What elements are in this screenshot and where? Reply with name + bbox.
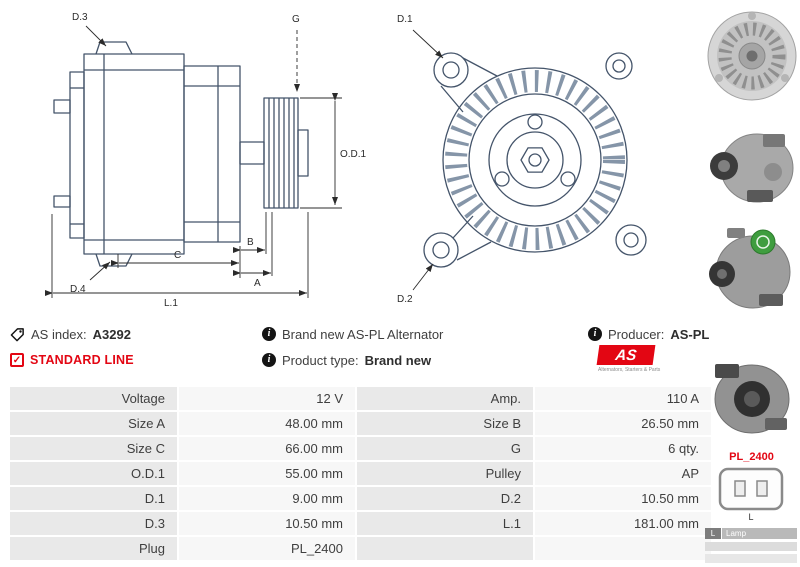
spec-value: 181.00 mm (535, 512, 711, 535)
plug-legend-key: L (705, 528, 721, 539)
product-type-value: Brand new (364, 352, 432, 368)
spec-value: 66.00 mm (179, 437, 355, 460)
spec-value: 48.00 mm (179, 412, 355, 435)
dim-label-g: G (292, 14, 300, 25)
spec-label: Size C (10, 437, 177, 460)
spec-label: O.D.1 (10, 462, 177, 485)
product-photos-column: PL_2400 L L Lamp (703, 0, 800, 567)
spec-label: Size B (357, 412, 533, 435)
dim-label-d1: D.1 (397, 14, 413, 25)
spec-value: 110 A (535, 387, 711, 410)
dim-label-l1: L.1 (164, 298, 178, 309)
dim-label-d4: D.4 (70, 284, 86, 295)
info-icon: i (262, 353, 276, 367)
product-type: i Product type: Brand new (262, 351, 431, 369)
as-pl-logo: AS Alternators, Starters & Parts (596, 345, 668, 373)
info-icon: i (262, 327, 276, 341)
dimension-lines (45, 25, 342, 298)
spec-value: 6 qty. (535, 437, 711, 460)
spec-label: G (357, 437, 533, 460)
alternator-front-outline (423, 52, 647, 268)
dim-label-d2: D.2 (397, 294, 413, 305)
plug-connector-drawing: L (718, 467, 784, 522)
legend-bar (705, 554, 797, 563)
dimension-lines (412, 29, 444, 291)
plug-pin-label: L (748, 512, 753, 522)
dim-label-d3: D.3 (72, 12, 88, 23)
spec-value: 9.00 mm (179, 487, 355, 510)
legend-bar (705, 542, 797, 551)
as-pl-logo-mark: AS (596, 345, 656, 365)
brand-new-note: i Brand new AS-PL Alternator (262, 325, 443, 343)
spec-value (535, 537, 711, 560)
spec-label (357, 537, 533, 560)
producer-value: AS-PL (670, 326, 710, 342)
as-index-label: AS index: (31, 326, 87, 342)
spec-value: 10.50 mm (179, 512, 355, 535)
spec-label: Size A (10, 412, 177, 435)
plug-legend-value: Lamp (722, 528, 797, 539)
plug-legend: L Lamp (705, 528, 797, 539)
spec-label: Amp. (357, 387, 533, 410)
spec-table: Voltage 12 V Amp. 110 A Size A 48.00 mm … (10, 387, 711, 560)
brand-new-text: Brand new AS-PL Alternator (282, 326, 444, 342)
as-index-value: A3292 (92, 326, 131, 342)
spec-label: D.3 (10, 512, 177, 535)
spec-label: D.1 (10, 487, 177, 510)
spec-value: 55.00 mm (179, 462, 355, 485)
spec-value: 10.50 mm (535, 487, 711, 510)
spec-label: Pulley (357, 462, 533, 485)
spec-label: L.1 (357, 512, 533, 535)
standard-line-label: STANDARD LINE (30, 353, 134, 367)
product-photo-angle-3 (714, 364, 790, 434)
spec-label: Voltage (10, 387, 177, 410)
spec-value: 26.50 mm (535, 412, 711, 435)
tag-icon (10, 327, 24, 341)
spec-label: Plug (10, 537, 177, 560)
check-icon: ✓ (10, 353, 24, 367)
dim-label-a: A (254, 278, 261, 289)
spec-value: 12 V (179, 387, 355, 410)
spec-value: AP (535, 462, 711, 485)
plug-code: PL_2400 (729, 451, 774, 463)
product-photo-angle-1 (710, 133, 794, 203)
front-view-drawing: D.1 D.2 (397, 14, 647, 305)
product-photo-angle-2 (709, 228, 791, 309)
spec-label: D.2 (357, 487, 533, 510)
dim-label-od1: O.D.1 (340, 149, 367, 160)
product-photo-front (707, 11, 797, 101)
dim-label-b: B (247, 237, 254, 248)
as-index: AS index: A3292 (10, 325, 131, 343)
alternator-side-outline (53, 41, 309, 267)
product-type-label: Product type: (282, 352, 359, 368)
info-icon: i (588, 327, 602, 341)
standard-line-badge: ✓ STANDARD LINE (10, 351, 134, 369)
producer: i Producer: AS-PL (588, 325, 709, 343)
dim-label-c: C (174, 250, 181, 261)
side-view-drawing: D.3 D.4 G O.D.1 C B A L.1 (45, 12, 367, 309)
producer-label: Producer: (608, 326, 665, 342)
as-pl-logo-subtext: Alternators, Starters & Parts (598, 367, 661, 373)
spec-value: PL_2400 (179, 537, 355, 560)
